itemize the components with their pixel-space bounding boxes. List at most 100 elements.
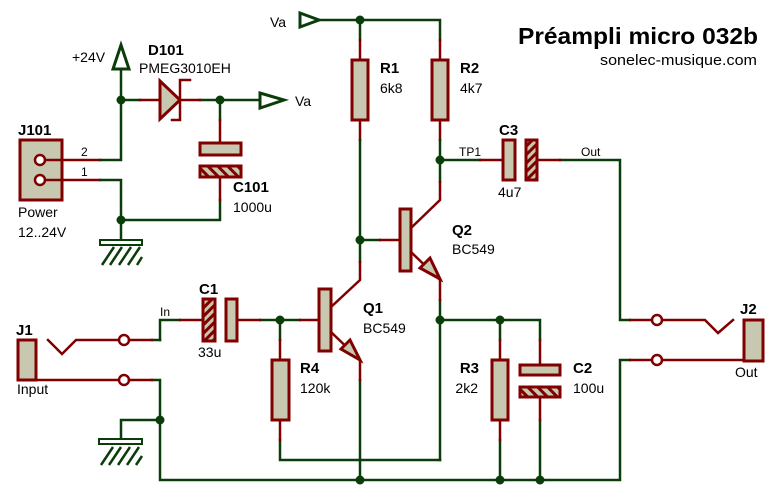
c3-plate-positive: [501, 138, 517, 182]
junction-dot: [275, 315, 285, 325]
r2-ref: R2: [460, 60, 479, 77]
jack-j1-sleeve-terminal-icon: [117, 373, 131, 387]
diode-D101: D101 PMEG3010EH: [138, 42, 231, 123]
transistor-Q2: Q2 BC549: [378, 180, 495, 302]
diode-triangle-icon: [158, 77, 183, 123]
junction-dot: [535, 475, 545, 485]
rail-label-va-source: Va: [295, 93, 311, 109]
q1-base-bar: [317, 287, 333, 353]
c3-ref: C3: [499, 122, 518, 139]
npn-emitter-arrow-icon: [417, 255, 444, 283]
ground-icon: [98, 438, 143, 445]
rail-label-plus24v: +24V: [72, 49, 106, 65]
c2-value: 100u: [573, 380, 604, 396]
ground-icon: [99, 239, 143, 246]
c2-plate-negative: [518, 385, 562, 399]
power-rail-plus24v: +24V: [72, 40, 132, 71]
r2-body: [430, 58, 450, 122]
wire-ground-bus: [150, 358, 632, 482]
q1-value: BC549: [363, 320, 406, 336]
j101-value2: 12..24V: [18, 224, 67, 240]
c1-plate-negative: [201, 297, 217, 343]
c1-plate-positive: [224, 297, 239, 343]
j101-ref: J101: [18, 122, 51, 139]
j2-value: Out: [735, 364, 758, 380]
j101-pin2-number: 2: [81, 145, 88, 159]
rail-label-va-supply: Va: [270, 14, 286, 30]
wire-va-bus: [317, 18, 442, 42]
wire-r4-feedback: [278, 438, 442, 462]
connector-J101-body: [18, 138, 64, 202]
q1-ref: Q1: [363, 300, 383, 317]
jack-j2-tip-terminal-icon: [650, 313, 664, 327]
ground-symbol-power: [99, 239, 144, 266]
jack-j1-switch-contact: [46, 338, 121, 356]
d101-value: PMEG3010EH: [139, 60, 231, 76]
junction-dot: [435, 155, 445, 165]
r4-body: [270, 358, 291, 422]
ground-symbol-input: [98, 438, 144, 466]
power-rail-va-source: Va: [258, 91, 311, 111]
connector-J101-pin2-icon: [33, 153, 47, 167]
capacitor-C1: C1 33u In: [160, 281, 262, 360]
junction-dot: [355, 235, 365, 245]
npn-emitter-arrow-icon: [338, 337, 364, 364]
q2-base-bar: [398, 207, 413, 273]
jack-j2-body: [742, 318, 765, 363]
r1-body: [350, 58, 370, 122]
junction-dot: [116, 215, 126, 225]
power-terminal-up-arrow-icon: [110, 40, 132, 71]
net-label-out: Out: [581, 145, 601, 159]
resistor-R2: R2 4k7: [430, 38, 483, 142]
r1-ref: R1: [380, 60, 399, 77]
q2-value: BC549: [452, 241, 495, 257]
jack-J1: J1 Input: [16, 322, 154, 397]
power-wires: [98, 67, 262, 242]
r2-value: 4k7: [460, 80, 483, 96]
power-rail-va-supply: Va: [270, 10, 324, 30]
d101-ref: D101: [148, 42, 184, 59]
j101-value: Power: [18, 204, 58, 220]
c3-plate-negative: [524, 138, 539, 182]
c2-plate-positive: [518, 363, 562, 377]
connector-J101-pin1-icon: [33, 173, 47, 187]
r3-value: 2k2: [455, 380, 478, 396]
amp-wires: [119, 138, 632, 485]
capacitor-C101: C101 1000u: [198, 118, 272, 215]
wire-ground-in: [119, 418, 162, 442]
j1-ref: J1: [16, 322, 33, 339]
resistor-R1: R1 6k8: [350, 38, 403, 142]
junction-dot: [155, 415, 165, 425]
q2-ref: Q2: [452, 222, 472, 239]
junction-dot: [116, 95, 126, 105]
jack-J2: J2 Out: [628, 301, 765, 380]
j101-pin1-number: 1: [81, 165, 88, 179]
power-terminal-right-arrow-icon: [298, 10, 324, 30]
wire-plus24v: [98, 67, 123, 162]
power-terminal-right-arrow-icon: [258, 91, 290, 111]
wire-in: [158, 318, 182, 342]
c101-ref: C101: [233, 179, 269, 196]
junction-dot: [495, 475, 505, 485]
jack-j2-switch-contact: [660, 318, 735, 335]
q2-collector: [409, 180, 442, 230]
net-label-tp1: TP1: [459, 145, 481, 159]
r1-value: 6k8: [380, 80, 403, 96]
jack-j1-body: [16, 338, 38, 382]
c3-value: 4u7: [498, 184, 522, 200]
c2-ref: C2: [573, 360, 592, 377]
jack-j1-tip-terminal-icon: [117, 333, 131, 347]
junction-dot: [355, 15, 365, 25]
r4-ref: R4: [300, 360, 320, 377]
junction-dot: [495, 315, 505, 325]
connector-J101: J101 Power 12..24V 2 1: [18, 122, 102, 240]
r3-ref: R3: [460, 360, 479, 377]
wire-emitter-bus: [438, 318, 542, 342]
r4-value: 120k: [300, 380, 331, 396]
wire-out: [558, 158, 632, 322]
c101-plate-negative: [198, 164, 243, 179]
c101-plate-positive: [198, 141, 243, 157]
wire-c101-gnd: [119, 198, 222, 222]
transistor-Q1: Q1 BC549: [298, 260, 406, 382]
